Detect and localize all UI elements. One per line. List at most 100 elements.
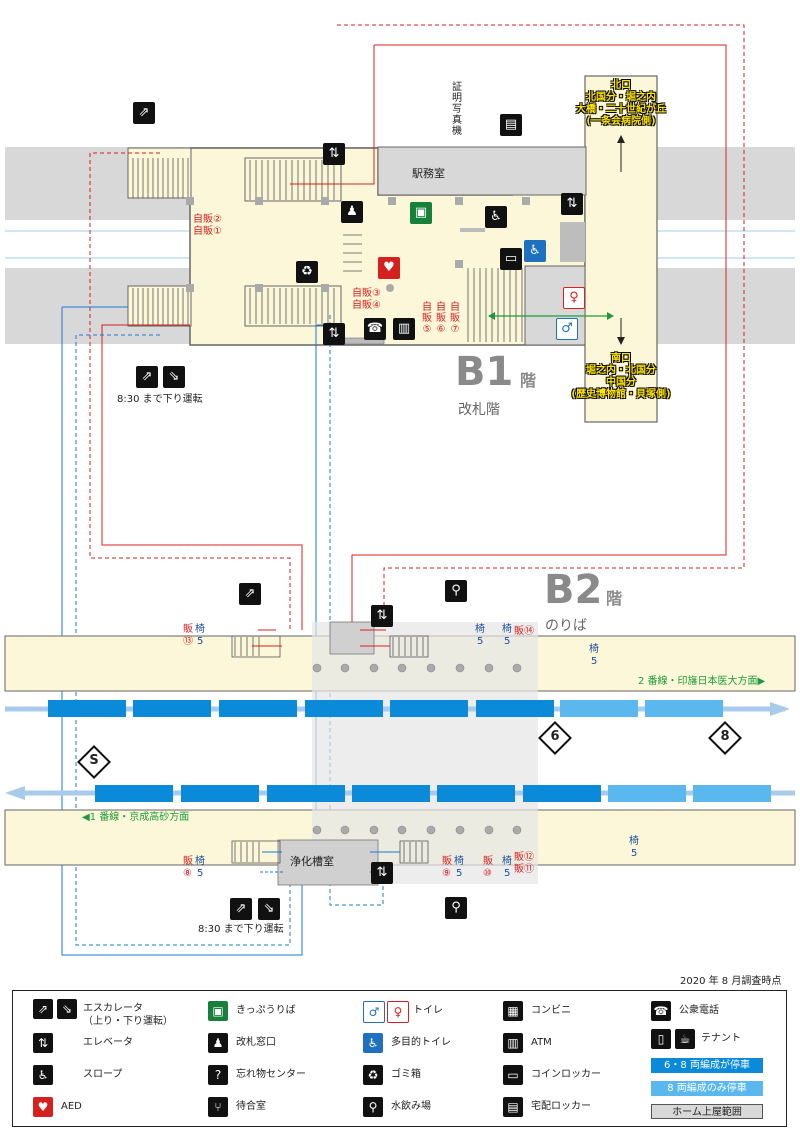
legend-trash: ♻ ゴミ箱 [363,1065,503,1087]
vend-label: 販 [442,856,452,867]
coin-locker-icon: ▭ [500,248,522,270]
north-exit-title: 北口 [611,80,631,91]
toilet-female-icon: ♀ [563,287,585,309]
gate-window-icon: ♟ [208,1033,228,1053]
elevator-icon: ⇅ [323,323,345,345]
convenience-store-icon: ▦ [503,1001,523,1021]
vend-8-label: ⑧ [183,868,192,879]
ticket-icon: ▣ [410,202,432,224]
escalator-icon: ⇘ [258,898,280,920]
elevator-icon: ⇅ [371,605,393,627]
gate-window-icon: ♟ [341,201,363,223]
train-lower [95,785,771,802]
multi-toilet-icon: ♿ [524,240,546,262]
purification-room-label: 浄化槽室 [290,855,334,868]
atm-icon: ▥ [393,318,415,340]
vend-11-label: 販⑪ [514,864,534,875]
bench-label: 椅 [475,624,485,635]
north-exit-line1: 北国分・堀之内 [586,92,656,103]
elevator-icon: ⇅ [33,1033,53,1053]
b1-escalator-note: 8:30 まで下り運転 [117,394,203,405]
slope-icon: ♿ [33,1065,53,1085]
aed-icon: ♥ [378,257,400,279]
b2-floor-suffix: 階 [606,589,623,608]
bench-count: 5 [504,868,511,879]
bench-count: 5 [197,868,204,879]
legend-car8-bar: 8 両編成のみ停車 [651,1081,763,1096]
south-exit-line3: (歴史博物館・貝塚側) [571,389,671,400]
bench-label: 椅 [195,856,205,867]
legend-lost-found: ? 忘れ物センター [208,1065,358,1087]
vend-label: 販 [483,856,493,867]
legend-tenant: ▯ ☕ テナント [651,1029,781,1051]
b2-escalator-note: 8:30 まで下り運転 [198,924,284,935]
vend-10-label: ⑩ [483,868,492,879]
slope-icon: ♿ [485,206,507,228]
phone-icon: ☎ [364,318,386,340]
car-stop-8-label: 8 [720,729,730,744]
photo-booth-label: 証明写真機 [452,82,462,137]
south-exit-line1: 堀之内・北国分 [586,365,656,376]
vend-14-label: 販⑭ [514,626,534,637]
bench-count: 5 [504,636,511,647]
line-2-direction: 2 番線・印旛日本医大方面▶ [638,676,766,687]
waiting-room-icon: ⑂ [208,1097,228,1117]
elevator-icon: ⇅ [561,193,583,215]
legend-toilet: ♂ ♀ トイレ [363,1001,503,1023]
north-exit-line2: 大橋・二十世紀が丘 [576,104,666,115]
b1-floor-number: B1 [455,349,514,395]
tenant-icon: ▯ [651,1029,671,1049]
trash-icon: ♻ [363,1065,383,1085]
cafe-icon: ☕ [675,1029,695,1049]
vending-7-label: 自販⑦ [450,302,460,335]
bench-label: 椅 [629,836,639,847]
south-exit-label: 南口 堀之内・北国分 中国分 (歴史博物館・貝塚側) [560,353,682,401]
line-1-direction: ◀1 番線・京成高砂方面 [82,812,190,823]
bench-count: 5 [591,656,598,667]
escalator-icon: ⇗ [33,999,53,1019]
b1-floor-name: 改札階 [458,402,500,418]
legend-phone: ☎ 公衆電話 [651,1001,781,1023]
legend-water: ⚲ 水飲み場 [363,1097,503,1119]
station-office-label: 駅務室 [412,167,445,180]
water-fountain-icon: ⚲ [445,580,467,602]
north-exit-line3: (一条会病院側) [586,116,656,127]
train-upper [48,700,723,717]
water-fountain-icon: ⚲ [363,1097,383,1117]
legend-multi-toilet: ♿ 多目的トイレ [363,1033,503,1055]
vending-2-label: 自販② [193,214,222,225]
south-exit-title: 南口 [611,353,631,364]
multi-toilet-icon: ♿ [363,1033,383,1053]
north-exit-label: 北口 北国分・堀之内 大橋・二十世紀が丘 (一条会病院側) [568,80,674,128]
escalator-icon: ⇗ [239,583,261,605]
coin-locker-icon: ▭ [503,1065,523,1085]
delivery-locker-icon: ▤ [500,114,522,136]
escalator-icon: ⇘ [57,999,77,1019]
vending-3-label: 自販③ [352,288,381,299]
bench-count: 5 [631,848,638,859]
legend-waiting: ⑂ 待合室 [208,1097,358,1119]
vend-12-label: 販⑫ [514,852,534,863]
escalator-icon: ⇘ [163,366,185,388]
phone-icon: ☎ [651,1001,671,1021]
bench-label: 椅 [589,644,599,655]
delivery-locker-icon: ▤ [503,1097,523,1117]
bench-label: 椅 [195,624,205,635]
legend-coin-locker: ▭ コインロッカー [503,1065,643,1087]
toilet-male-icon: ♂ [363,1001,385,1023]
vending-1-label: 自販① [193,226,222,237]
escalator-icon: ⇗ [136,366,158,388]
legend-atm: ▥ ATM [503,1033,643,1055]
bench-count: 5 [477,636,484,647]
toilet-female-icon: ♀ [387,1001,409,1023]
bench-label: 椅 [454,856,464,867]
legend-convenience: ▦ コンビニ [503,1001,643,1023]
bench-count: 5 [456,868,463,879]
aed-icon: ♥ [33,1097,53,1117]
water-fountain-icon: ⚲ [445,897,467,919]
toilet-male-icon: ♂ [556,318,578,340]
vending-6-label: 自販⑥ [436,302,446,335]
escalator-icon: ⇗ [230,898,252,920]
legend-roof-bar: ホーム上屋範囲 [651,1104,763,1119]
